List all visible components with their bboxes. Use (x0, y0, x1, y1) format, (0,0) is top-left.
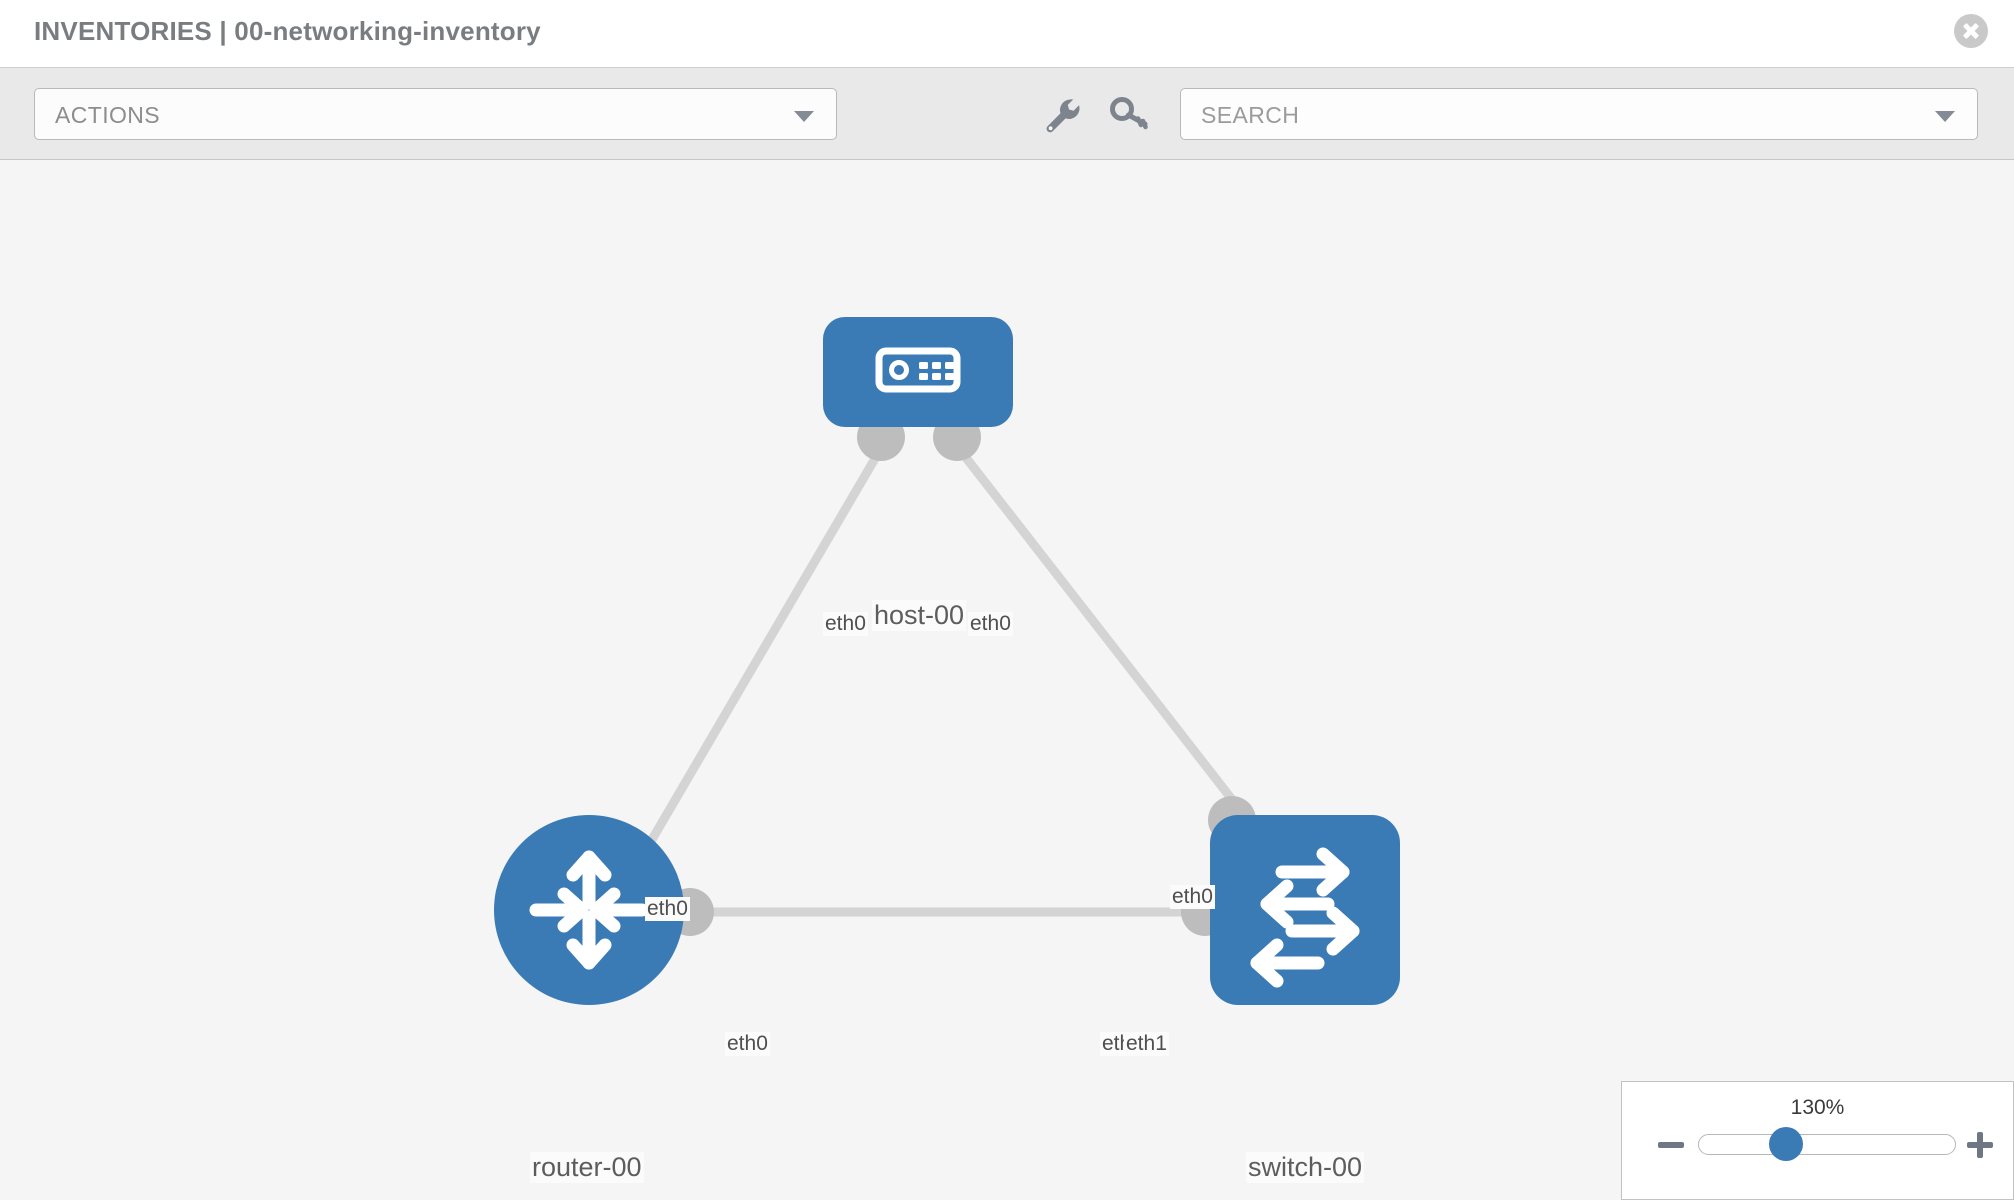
plus-icon-vertical (1977, 1132, 1983, 1158)
zoom-out-button[interactable] (1656, 1130, 1686, 1160)
actions-dropdown[interactable]: ACTIONS (34, 88, 837, 140)
key-icon[interactable] (1108, 94, 1150, 136)
search-placeholder: SEARCH (1201, 102, 1300, 128)
interface-label-router-up: eth0 (645, 897, 690, 922)
interface-label-host-left: eth0 (823, 612, 868, 637)
search-input[interactable]: SEARCH (1180, 88, 1978, 140)
chevron-down-icon[interactable] (1935, 111, 1955, 122)
close-icon[interactable] (1954, 14, 1988, 48)
node-switch-00[interactable] (1210, 815, 1400, 1005)
zoom-in-button[interactable] (1965, 1130, 1995, 1160)
interface-label-host-right: eth0 (968, 612, 1013, 637)
topology-canvas[interactable]: host-00 router-00 switch-00 eth0 eth0 et… (0, 160, 2014, 1200)
toolbar: ACTIONS SEARCH (0, 68, 2014, 160)
server-icon (875, 347, 961, 393)
zoom-slider-track[interactable] (1698, 1134, 1956, 1155)
interface-label-router-right: eth0 (725, 1032, 770, 1057)
zoom-slider-thumb[interactable] (1769, 1127, 1803, 1161)
topology-edges (636, 413, 1256, 936)
zoom-control-panel: 130% (1621, 1081, 2014, 1200)
node-label-switch-00: switch-00 (1246, 1152, 1365, 1184)
zoom-level-label: 130% (1790, 1096, 1845, 1119)
interface-label-switch-up: eth0 (1170, 885, 1215, 910)
chevron-down-icon (794, 111, 814, 122)
router-arrows-icon (529, 850, 649, 970)
node-label-host-00: host-00 (872, 600, 967, 632)
switch-arrows-icon (1250, 847, 1360, 988)
minus-icon (1658, 1142, 1684, 1148)
node-host-00[interactable] (823, 317, 1013, 427)
wrench-icon[interactable] (1040, 94, 1082, 136)
actions-dropdown-label: ACTIONS (55, 102, 161, 128)
page-header: INVENTORIES | 00-networking-inventory (0, 0, 2014, 68)
interface-label-switch-left-over: eth1 (1124, 1032, 1169, 1057)
page-title: INVENTORIES | 00-networking-inventory (34, 16, 541, 46)
node-label-router-00: router-00 (530, 1152, 644, 1184)
